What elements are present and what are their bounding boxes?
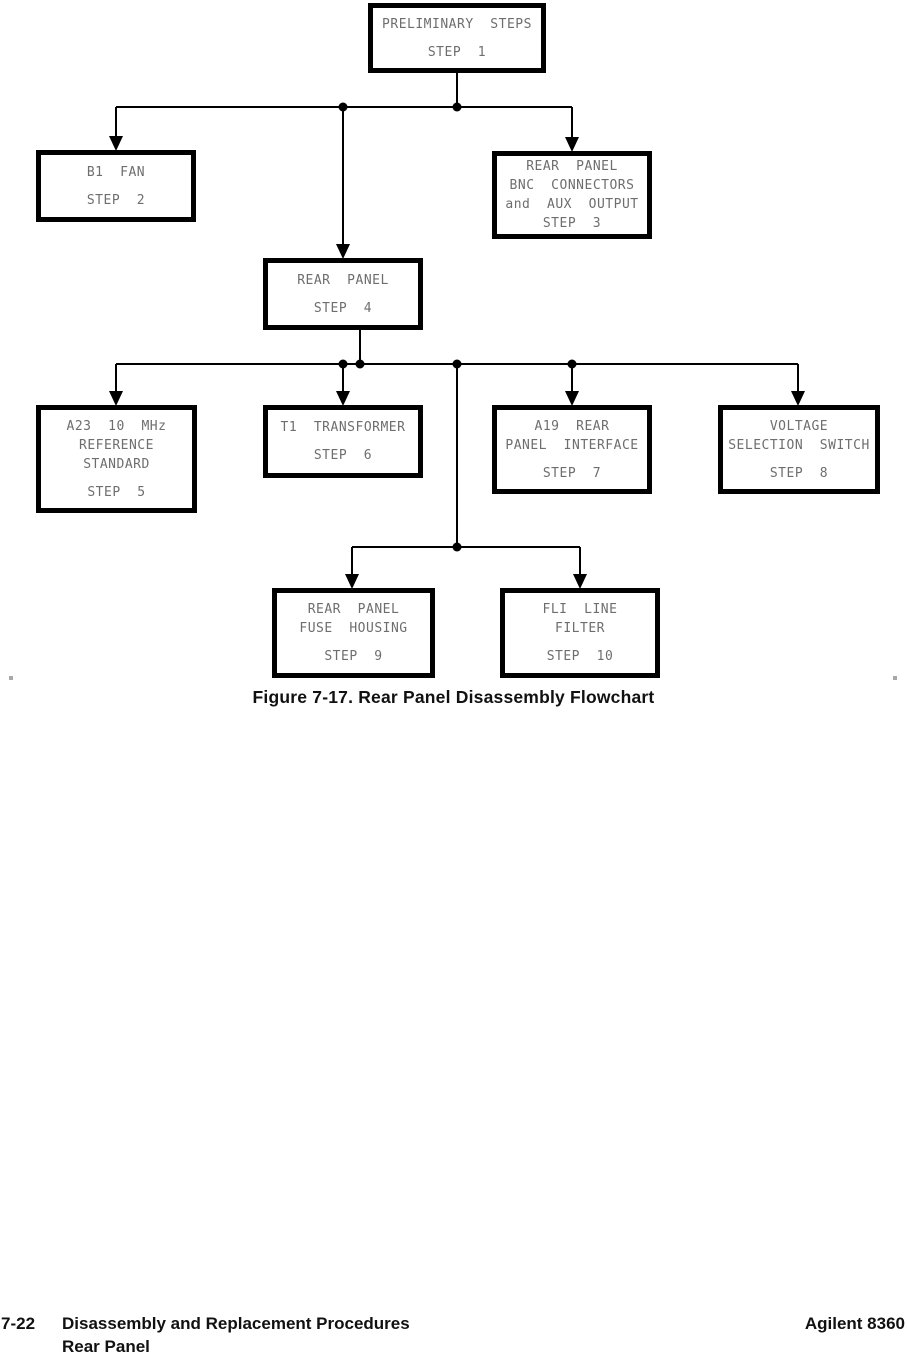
connector-lines: [115, 73, 799, 576]
node-step-label: STEP 9: [324, 649, 383, 664]
arrow-to-step3-icon: [565, 137, 579, 152]
node-label: and AUX OUTPUT: [505, 197, 639, 212]
flow-node-step-8: VOLTAGE SELECTION SWITCH STEP 8: [718, 405, 880, 494]
node-step-label: STEP 8: [769, 465, 829, 481]
flow-node-step-4: REAR PANEL STEP 4: [263, 258, 423, 330]
footer-page-number: 7-22: [1, 1314, 36, 1333]
node-step-label: STEP 5: [87, 484, 146, 500]
flow-node-step-9: REAR PANEL FUSE HOUSING STEP 9: [272, 588, 435, 678]
node-label: FUSE HOUSING: [299, 621, 408, 636]
node-label: REFERENCE: [79, 437, 154, 453]
node-label: REAR PANEL: [307, 602, 400, 617]
arrow-to-step10-icon: [573, 574, 587, 589]
arrow-to-step4-icon: [336, 244, 350, 259]
arrow-to-step9-icon: [345, 574, 359, 589]
flow-node-step-6: T1 TRANSFORMER STEP 6: [263, 405, 423, 478]
node-label: B1 FAN: [86, 164, 146, 180]
page-footer: 7-22 Disassembly and Replacement Procedu…: [0, 1314, 907, 1356]
node-label: FLI LINE: [542, 602, 618, 617]
arrowheads: [109, 136, 805, 589]
crop-mark-right: [893, 676, 897, 680]
flowchart-connectors: [109, 73, 805, 589]
node-label: REAR PANEL: [526, 159, 618, 174]
node-label: REAR PANEL: [297, 272, 389, 288]
footer-subsection-title: Rear Panel: [62, 1337, 150, 1356]
node-step-label: STEP 1: [427, 44, 487, 60]
arrow-to-step8-icon: [791, 391, 805, 406]
flow-node-step-7: A19 REAR PANEL INTERFACE STEP 7: [492, 405, 652, 494]
footer-product-name: Agilent 8360: [804, 1314, 905, 1333]
node-step-label: STEP 10: [546, 649, 614, 664]
node-step-label: STEP 7: [542, 465, 602, 481]
node-label: STANDARD: [83, 456, 150, 472]
node-label: PANEL INTERFACE: [505, 437, 639, 453]
node-step-label: STEP 2: [86, 192, 146, 208]
flow-node-step-2: B1 FAN STEP 2: [36, 150, 196, 222]
arrow-to-step2-icon: [109, 136, 123, 151]
crop-mark-left: [9, 676, 13, 680]
footer-section-title: Disassembly and Replacement Procedures: [62, 1314, 410, 1333]
node-label: PRELIMINARY STEPS: [382, 16, 532, 32]
node-label: SELECTION SWITCH: [728, 437, 870, 453]
figure-caption: Figure 7-17. Rear Panel Disassembly Flow…: [252, 687, 655, 707]
node-label: VOLTAGE: [769, 418, 829, 434]
node-step-label: STEP 4: [313, 300, 373, 316]
arrow-to-step7-icon: [565, 391, 579, 406]
node-label: BNC CONNECTORS: [509, 178, 635, 193]
node-label: A23 10 MHz: [66, 418, 167, 434]
arrow-to-step5-icon: [109, 391, 123, 406]
arrow-to-step6-icon: [336, 391, 350, 406]
flow-node-step-1: PRELIMINARY STEPS STEP 1: [368, 3, 546, 73]
node-label: FILTER: [555, 621, 605, 636]
node-label: A19 REAR: [534, 418, 610, 434]
node-step-label: STEP 3: [542, 216, 602, 231]
flow-node-step-10: FLI LINE FILTER STEP 10: [500, 588, 660, 678]
flow-node-step-3: REAR PANEL BNC CONNECTORS and AUX OUTPUT…: [492, 151, 652, 239]
node-step-label: STEP 6: [313, 448, 373, 463]
node-label: T1 TRANSFORMER: [280, 420, 406, 435]
flow-node-step-5: A23 10 MHz REFERENCE STANDARD STEP 5: [36, 405, 197, 513]
junction-dots: [338, 102, 577, 552]
